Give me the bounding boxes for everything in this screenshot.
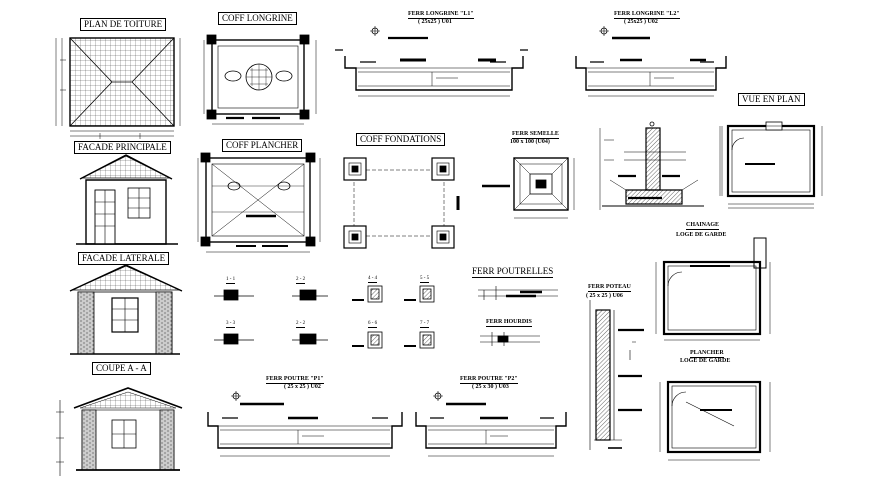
- ferr-poteau-drawing: [589, 300, 644, 450]
- section-mark: 4 - 4: [368, 276, 378, 283]
- ferr-poutre-p2-drawing: [415, 391, 567, 457]
- section-mark: 5 - 5: [420, 276, 430, 283]
- title-loge-de-garde-1: LOGE DE GARDE: [676, 232, 727, 238]
- section-mark: 3 - 3: [226, 321, 236, 328]
- title-coff-fondations: COFF FONDATIONS: [356, 133, 446, 146]
- title-coff-plancher: COFF PLANCHER: [222, 139, 303, 152]
- section-mark: 1 - 1: [226, 277, 236, 284]
- title-ferr-longrine-l1-dim: ( 25x25 ) U01: [418, 19, 452, 25]
- title-ferr-poutre-p2: FERR POUTRE "P2": [460, 376, 518, 384]
- title-ferr-longrine-l2-dim: ( 25x25 ) U02: [624, 19, 658, 25]
- plancher-loge-drawing: [659, 380, 771, 461]
- section-mark: 2 - 2: [296, 277, 306, 284]
- section-details-drawing: [214, 285, 558, 349]
- semelle-section-drawing: [599, 121, 704, 210]
- title-ferr-poteau-dim: ( 25 x 25 ) U06: [586, 293, 623, 299]
- title-plancher-loge: PLANCHER: [690, 350, 724, 358]
- title-facade-principale: FACADE PRINCIPALE: [74, 141, 171, 154]
- title-ferr-hourdis: FERR HOURDIS: [486, 319, 532, 327]
- title-ferr-longrine-l2: FERR LONGRINE "L2": [614, 11, 680, 19]
- chainage-loge-drawing: [655, 237, 771, 341]
- vue-en-plan-drawing: [719, 121, 823, 209]
- title-ferr-poutre-p1: FERR POUTRE "P1": [266, 376, 324, 384]
- facade-laterale-drawing: [69, 264, 183, 355]
- title-coupe-aa: COUPE A - A: [92, 362, 151, 375]
- title-vue-en-plan: VUE EN PLAN: [738, 93, 805, 106]
- section-mark: 2 - 2: [296, 321, 306, 328]
- title-coff-longrine: COFF LONGRINE: [218, 12, 297, 25]
- ferr-longrine-l2-drawing: [575, 26, 727, 97]
- title-ferr-poutrelles: FERR POUTRELLES: [472, 266, 554, 278]
- title-plan-toiture: PLAN DE TOITURE: [80, 18, 167, 31]
- coff-fondations-drawing: [343, 157, 460, 249]
- title-facade-laterale: FACADE LATERALE: [78, 252, 170, 265]
- title-loge-de-garde-2: LOGE DE GARDE: [680, 358, 731, 364]
- title-ferr-semelle: FERR SEMELLE: [512, 131, 559, 139]
- title-ferr-semelle-dim: 100 x 100 (U04): [510, 139, 550, 145]
- title-ferr-poteau: FERR POTEAU: [588, 284, 631, 292]
- coff-plancher-drawing: [197, 152, 321, 253]
- title-chainage: CHAINAGE: [686, 222, 720, 230]
- section-mark: 6 - 6: [368, 321, 378, 328]
- roof-plan-drawing: [55, 37, 181, 139]
- title-ferr-poutre-p2-dim: ( 25 x 30 ) U03: [472, 384, 509, 390]
- section-mark: 7 - 7: [420, 321, 430, 328]
- ferr-semelle-drawing: [482, 157, 575, 219]
- ferr-longrine-l1-drawing: [335, 26, 528, 97]
- coupe-aa-drawing: [56, 387, 183, 476]
- title-ferr-poutre-p1-dim: ( 25 x 25 ) U02: [284, 384, 321, 390]
- title-ferr-longrine-l1: FERR LONGRINE "L1": [408, 11, 474, 19]
- coff-longrine-drawing: [203, 34, 317, 125]
- facade-principale-drawing: [76, 154, 178, 245]
- ferr-poutre-p1-drawing: [207, 391, 403, 457]
